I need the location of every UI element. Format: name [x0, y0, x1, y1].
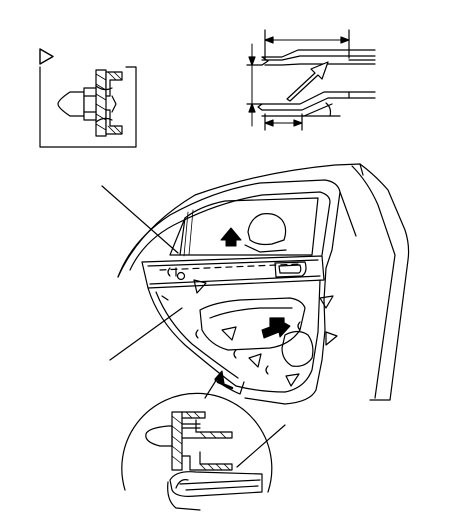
window-glass	[170, 198, 318, 255]
clip-shaft	[182, 420, 200, 432]
flange-hatching-bottom	[108, 126, 122, 134]
panel-flange-top	[106, 72, 122, 96]
headrest-silhouette	[248, 214, 286, 245]
remover-tool-detail	[247, 30, 375, 130]
clip-mark	[234, 350, 236, 358]
triangle-marker-icon	[286, 374, 299, 386]
weatherstrip-lip	[168, 482, 200, 510]
speaker-grille	[282, 332, 313, 367]
clip-stem	[112, 96, 116, 112]
body-outline	[118, 164, 409, 400]
arrow-up-icon	[221, 228, 241, 246]
door-bottom-hatch	[218, 382, 232, 388]
leader-line	[186, 486, 258, 490]
door-frame-outer	[118, 180, 340, 404]
clip-mark	[162, 296, 168, 300]
detail-circle	[122, 393, 272, 492]
seal-lower-bracket	[182, 452, 232, 470]
clip-head	[58, 92, 84, 116]
dim-arrow	[341, 37, 349, 43]
leader-line	[237, 425, 285, 467]
pillar-line	[340, 164, 363, 236]
seatback-silhouette	[245, 245, 286, 252]
dim-arrow	[265, 37, 273, 43]
rear-door-view	[102, 164, 409, 404]
trim-dash	[160, 264, 300, 270]
dim-arrow	[265, 120, 273, 126]
armrest	[200, 298, 305, 350]
panel-hatching	[96, 74, 106, 130]
seal-bracket	[182, 412, 232, 438]
clip-detail	[40, 49, 136, 147]
trim-panel-section	[96, 70, 106, 136]
dim-arrow	[249, 57, 255, 65]
weatherstrip-core	[176, 480, 260, 488]
triangle-marker-icon	[222, 327, 236, 340]
dim-arrow	[294, 120, 302, 126]
triangle-marker-icon	[40, 49, 53, 64]
clip-body	[84, 88, 96, 120]
leader-line	[102, 186, 178, 253]
door-lower-panel-inner	[156, 292, 238, 378]
pointer-arrow-icon	[287, 62, 328, 101]
trim-bar-inner	[148, 260, 320, 284]
detail-frame	[40, 67, 136, 147]
triangle-marker-icon	[249, 354, 261, 367]
seal-panel	[172, 412, 182, 470]
body-outline-inner	[352, 166, 395, 398]
fastener	[270, 318, 284, 326]
door-trim-bar	[142, 256, 324, 288]
door-frame-inner	[130, 192, 330, 270]
angle-arc	[326, 103, 331, 116]
clip-mark	[298, 322, 300, 330]
door-handle-inner	[279, 265, 301, 273]
door-handle	[275, 262, 306, 277]
dim-arrow	[249, 104, 255, 112]
seal-lower-hatch	[200, 464, 230, 470]
seal-bracket-hatch	[186, 412, 226, 438]
panel-flange-bottom	[106, 110, 122, 134]
window-hatching	[184, 210, 193, 256]
triangle-marker-icon	[326, 332, 337, 345]
triangle-marker-icon	[320, 296, 333, 308]
seal-panel-hatch	[172, 416, 182, 464]
triangle-marker-icon	[194, 280, 206, 293]
trim-clip-hole	[178, 273, 185, 280]
leader-line	[110, 308, 182, 360]
clip-mark	[168, 268, 176, 276]
door-lower-panel	[148, 280, 320, 392]
tool-fork-tip	[262, 57, 375, 65]
clip-legs	[84, 86, 112, 122]
tool-profile-upper	[262, 50, 375, 60]
window-divider	[180, 218, 185, 255]
tool-profile-lower	[262, 92, 375, 110]
weatherstrip-detail	[122, 371, 285, 510]
seal-clip-head	[146, 426, 172, 446]
clip-mark	[196, 330, 198, 338]
clip-mark	[266, 366, 268, 374]
arrow-icon	[215, 371, 224, 383]
flange-hatching-top	[108, 72, 122, 80]
armrest-inner	[210, 308, 292, 318]
